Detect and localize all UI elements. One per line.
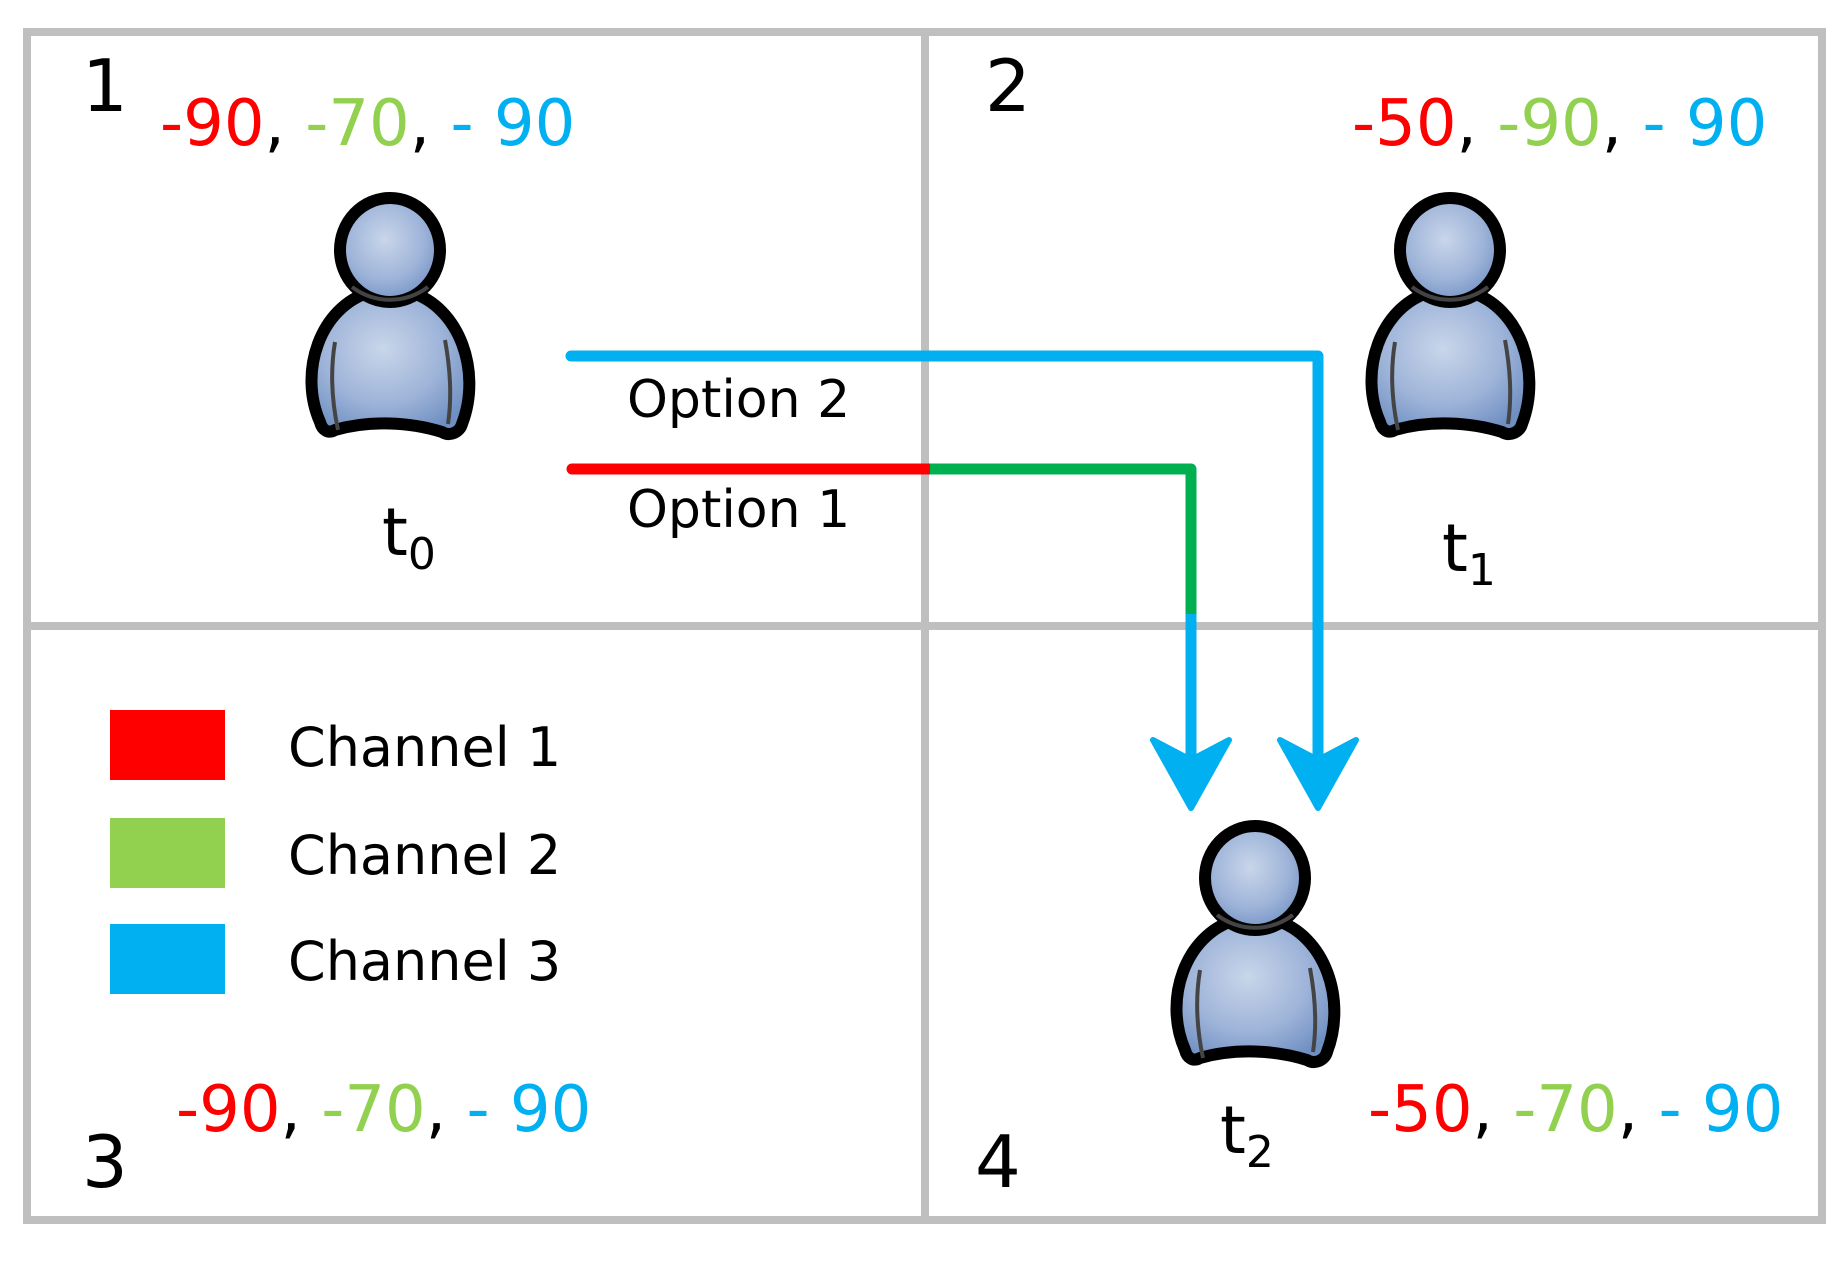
quadrant-2-rssi: -50, -90, - 90 [1352,92,1767,156]
user-t1-label: t1 [1442,516,1496,593]
legend-swatch-channel-3 [110,924,225,994]
rssi-separator: , [280,1073,301,1147]
rssi-channel-1: -50 [1368,1073,1473,1147]
quadrant-1-rssi: -90, -70, - 90 [160,92,575,156]
option-1-label: Option 1 [627,480,851,540]
rssi-separator: , [1617,1073,1639,1147]
quadrant-3-rssi: -90, -70, - 90 [176,1078,591,1142]
rssi-separator: , [264,87,285,161]
rssi-channel-3: - 90 [466,1073,592,1147]
rssi-channel-1: -90 [176,1073,281,1147]
person-icon [311,198,469,434]
legend-label-channel-3: Channel 3 [288,930,562,993]
user-t2-subscript: 2 [1245,1127,1274,1178]
rssi-separator: , [1456,87,1477,161]
rssi-separator: , [425,1073,447,1147]
user-t2-label: t2 [1220,1098,1274,1175]
user-t0-subscript: 0 [407,529,436,580]
option-1-arrowhead [1150,737,1232,811]
rssi-channel-3: - 90 [1658,1073,1784,1147]
user-t0-label: t0 [382,500,436,577]
rssi-channel-2: -90 [1497,87,1602,161]
option-2-path [565,350,1324,766]
legend-item-channel-1: Channel 1 [110,710,630,780]
quadrant-3-number: 3 [82,1120,128,1204]
legend-swatch-channel-2 [110,818,225,888]
user-t2-label-text: t [1220,1092,1246,1169]
person-icon [1371,198,1529,434]
option-2-label: Option 2 [627,370,851,430]
rssi-channel-1: -50 [1352,87,1457,161]
legend-swatch-channel-1 [110,710,225,780]
rssi-separator: , [1472,1073,1493,1147]
quadrant-2-number: 2 [985,44,1031,128]
rssi-channel-1: -90 [160,87,265,161]
user-t1-subscript: 1 [1467,545,1496,596]
quadrant-4-number: 4 [975,1120,1021,1204]
legend-label-channel-2: Channel 2 [288,824,562,887]
person-icon [1176,826,1334,1062]
user-t0-label-text: t [382,494,408,571]
rssi-channel-3: - 90 [450,87,576,161]
legend-label-channel-1: Channel 1 [288,716,562,779]
option-1-path-channel-2 [930,463,1197,614]
user-t1-label-text: t [1442,510,1468,587]
rssi-channel-2: -70 [305,87,410,161]
quadrant-1-number: 1 [82,44,128,128]
rssi-channel-2: -70 [321,1073,426,1147]
legend-item-channel-2: Channel 2 [110,818,630,888]
legend-item-channel-3: Channel 3 [110,924,630,994]
rssi-channel-2: -70 [1513,1073,1618,1147]
quadrant-4-rssi: -50, -70, - 90 [1368,1078,1783,1142]
option-2-arrowhead [1277,737,1359,811]
rssi-separator: , [409,87,431,161]
rssi-channel-3: - 90 [1642,87,1768,161]
rssi-separator: , [1601,87,1623,161]
